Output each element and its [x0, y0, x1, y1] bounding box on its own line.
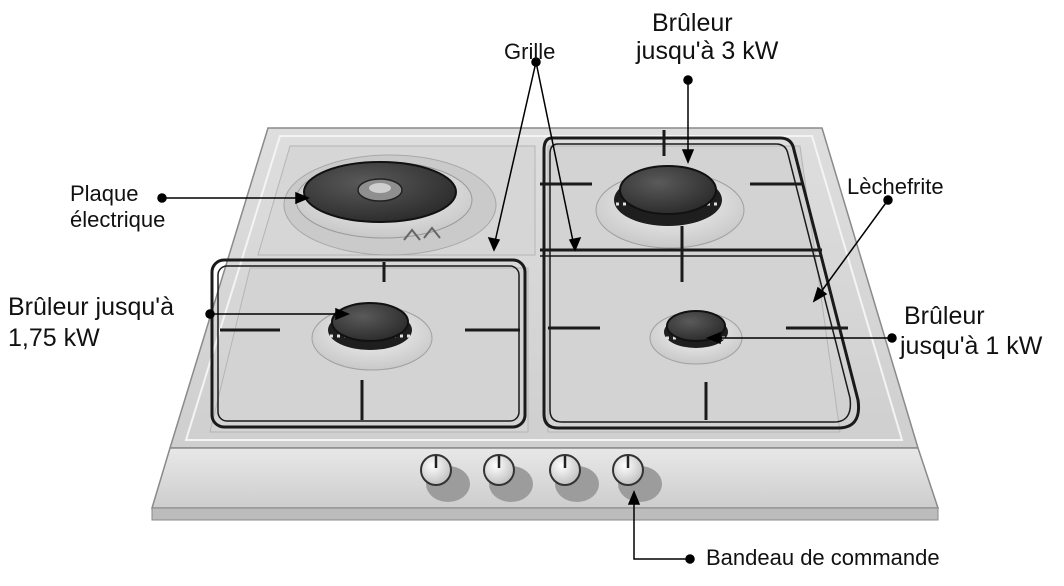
control-panel	[150, 447, 940, 521]
label-plaque-line2: électrique	[70, 207, 166, 232]
label-bruleur-175kw-line1: Brûleur jusqu'à	[8, 293, 174, 321]
leader-lines	[157, 57, 897, 564]
burner-icon	[649, 310, 743, 365]
burner-icon	[595, 165, 745, 249]
label-lechefrite: Lèchefrite	[847, 174, 944, 199]
burner-icon	[311, 302, 433, 371]
knob-icon[interactable]	[483, 454, 533, 502]
knob-icon[interactable]	[420, 454, 470, 502]
pan-support-grid	[210, 130, 861, 430]
label-grille: Grille	[504, 39, 556, 64]
label-bandeau: Bandeau de commande	[706, 545, 940, 570]
knob-icon[interactable]	[549, 454, 599, 502]
control-knobs	[420, 454, 662, 502]
label-bruleur-1kw-line1: Brûleur	[904, 302, 985, 330]
hotplate-icon	[283, 154, 497, 256]
knob-icon[interactable]	[612, 454, 662, 502]
label-bruleur-175kw-line2: 1,75 kW	[8, 324, 100, 352]
label-bruleur-1kw-line2: jusqu'à 1 kW	[900, 332, 1043, 360]
label-bruleur-3kw-line1: Brûleur	[652, 9, 733, 37]
label-plaque-line1: Plaque	[70, 181, 139, 206]
label-bruleur-3kw-line2: jusqu'à 3 kW	[636, 37, 779, 65]
